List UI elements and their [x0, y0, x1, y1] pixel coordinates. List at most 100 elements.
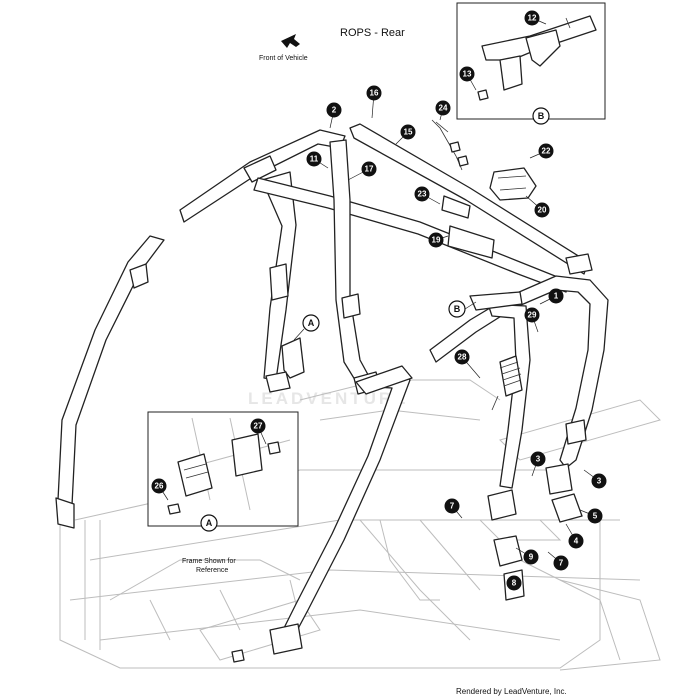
callout-24: 24 — [435, 100, 451, 121]
credit-text: Rendered by LeadVenture, Inc. — [456, 687, 567, 696]
callout-number: 5 — [593, 512, 598, 521]
callout-number: 29 — [528, 311, 537, 320]
mount-bracket-19 — [447, 225, 495, 259]
frame-note-line1: Frame Shown for — [182, 558, 236, 565]
left-post-clamp — [129, 263, 149, 289]
callout-11: 11 — [306, 151, 329, 169]
callout-bubble — [428, 232, 444, 248]
callout-number: 4 — [574, 537, 579, 546]
callout-3: 3 — [583, 469, 607, 489]
callout-12: 12 — [524, 10, 547, 26]
left-upright-clamp — [269, 263, 289, 301]
callout-number: 7 — [450, 502, 455, 511]
right-hoop-inner — [487, 303, 531, 489]
callout-27: 27 — [250, 418, 267, 445]
callout-number: 24 — [439, 104, 448, 113]
callout-bubble — [444, 498, 460, 514]
mount-plate-5 — [551, 493, 583, 523]
callout-2: 2 — [326, 102, 342, 129]
callout-7: 7 — [444, 498, 463, 519]
left-upright-foot — [265, 371, 291, 393]
callout-number: 2 — [332, 106, 337, 115]
callout-number: 11 — [310, 155, 319, 164]
front-of-vehicle-label: Front of Vehicle — [259, 55, 308, 62]
callout-number: 15 — [404, 128, 413, 137]
detail-b-arm — [499, 55, 523, 91]
callout-19: 19 — [428, 232, 449, 248]
light-housing — [489, 167, 537, 201]
callout-bubble — [151, 478, 167, 494]
detail-a-plate — [231, 433, 263, 477]
callout-number: 23 — [418, 190, 427, 199]
frame-note-line2: Reference — [196, 567, 228, 574]
callout-bubble — [548, 288, 564, 304]
callout-3: 3 — [530, 451, 546, 477]
callout-number: 28 — [458, 353, 467, 362]
callout-bubble — [326, 102, 342, 118]
callout-bubble — [587, 508, 603, 524]
ref-letter-b-text: B — [454, 304, 461, 314]
callout-bubble — [534, 202, 550, 218]
callout-17: 17 — [347, 161, 377, 181]
mount-bracket-upper — [441, 195, 471, 219]
callout-5: 5 — [579, 508, 603, 524]
callout-bubble — [523, 549, 539, 565]
callout-bubble — [361, 161, 377, 177]
rear-crossbar-end — [565, 253, 593, 275]
middle-upright-tube — [329, 139, 373, 389]
callout-number: 22 — [542, 147, 551, 156]
diagram-title: ROPS - Rear — [340, 27, 405, 39]
diagonal-tube-foot — [269, 623, 303, 655]
callout-bubble — [538, 143, 554, 159]
upper-corner-bracket-left — [243, 155, 277, 183]
callout-1: 1 — [539, 288, 564, 305]
detail-b-letter: B — [532, 107, 550, 125]
callout-number: 1 — [554, 292, 559, 301]
callout-number: 27 — [254, 422, 263, 431]
right-hoop — [429, 275, 609, 469]
callout-28: 28 — [454, 349, 481, 379]
callout-bubble — [459, 66, 475, 82]
callout-number: 13 — [463, 70, 472, 79]
callout-bubble — [366, 85, 382, 101]
callout-number: 7 — [559, 559, 564, 568]
left-rear-post — [57, 235, 165, 506]
bracket-a — [281, 337, 305, 379]
callout-number: 20 — [538, 206, 547, 215]
callout-number: 3 — [597, 477, 602, 486]
callout-16: 16 — [366, 85, 382, 119]
ref-letter-a: A — [293, 314, 320, 341]
ref-letter-a-text: A — [308, 318, 315, 328]
callout-bubble — [506, 575, 522, 591]
callout-bubble — [553, 555, 569, 571]
callout-22: 22 — [529, 143, 554, 159]
callout-bubble — [400, 124, 416, 140]
callout-bubble — [524, 10, 540, 26]
callout-4: 4 — [565, 523, 584, 549]
callout-bubble — [524, 307, 540, 323]
detail-b-letter-text: B — [538, 111, 545, 121]
middle-upright-clamp — [341, 293, 361, 319]
callout-bubble — [250, 418, 266, 434]
detail-a-letter-text: A — [206, 518, 213, 528]
left-post-foot — [55, 497, 75, 529]
detail-a-panel — [147, 411, 299, 527]
front-diagonal-tube — [279, 371, 411, 641]
callout-number: 12 — [528, 14, 537, 23]
callout-number: 8 — [512, 579, 517, 588]
callout-bubble — [568, 533, 584, 549]
callout-20: 20 — [525, 195, 550, 218]
mount-plate-9 — [493, 535, 523, 567]
detail-a-letter: A — [200, 514, 218, 532]
callout-9: 9 — [515, 547, 539, 565]
callout-8: 8 — [506, 575, 522, 591]
callout-26: 26 — [151, 478, 169, 501]
callout-bubble — [435, 100, 451, 116]
callout-bubble — [414, 186, 430, 202]
callout-number: 9 — [529, 553, 534, 562]
ref-letter-b: B — [448, 300, 477, 318]
callout-23: 23 — [414, 186, 441, 205]
shock-spring — [491, 355, 523, 411]
